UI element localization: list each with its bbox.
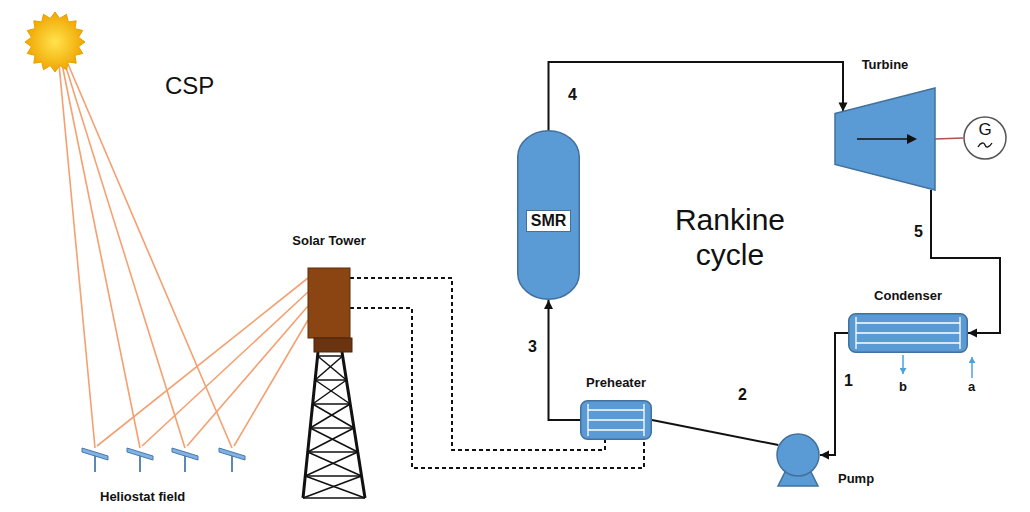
heat-transfer-loop — [350, 278, 605, 450]
tube — [588, 429, 644, 430]
state-number: 3 — [526, 338, 539, 356]
section-title: Rankine cycle — [650, 203, 810, 272]
shaft-line — [935, 138, 963, 139]
tube-sheet — [959, 317, 960, 349]
equipment-label: Turbine — [820, 58, 950, 73]
preheater-shape — [580, 400, 652, 440]
equipment-label: Pump — [838, 472, 874, 487]
tower-brace — [313, 380, 347, 404]
heliostat-mirror — [172, 448, 198, 460]
heliostat-mirror — [127, 448, 153, 460]
flow-line — [652, 420, 778, 445]
generator: G — [963, 116, 1007, 160]
reflected-ray — [234, 320, 308, 446]
reflected-ray — [142, 292, 308, 446]
tower-brace — [303, 497, 365, 499]
tower-brace — [305, 476, 365, 498]
state-number: 2 — [736, 386, 749, 404]
equipment-label: SMR — [526, 210, 572, 232]
tube — [856, 342, 960, 343]
pump: Pump — [776, 433, 820, 477]
tower-brace — [310, 428, 358, 452]
section-title: CSP — [165, 72, 214, 100]
state-number: 1 — [842, 372, 855, 390]
solar-tower: Solar Tower — [308, 268, 350, 352]
tower-brace — [303, 476, 362, 498]
tower-brace — [308, 452, 362, 476]
flow-line — [820, 333, 848, 455]
tower-brace — [315, 356, 343, 380]
receiver — [308, 268, 350, 338]
condenser-shape — [848, 313, 968, 353]
flow-line — [931, 190, 1000, 333]
tube-sheet — [643, 404, 644, 436]
sun-ray — [62, 64, 140, 448]
exchanger-shell — [581, 401, 652, 440]
sun-ray — [59, 64, 95, 448]
flow-arrow — [857, 138, 907, 140]
tower-brace — [315, 379, 346, 381]
flow-line — [549, 300, 581, 420]
vessel-body — [518, 131, 580, 300]
tower-brace — [318, 355, 343, 357]
preheater: Preheater — [580, 400, 652, 440]
turbine: Turbine — [835, 88, 935, 190]
exchanger-shell — [849, 314, 968, 353]
pump-shape — [776, 433, 820, 477]
tower-brace — [310, 404, 350, 428]
tube — [856, 322, 960, 323]
field-label: Heliostat field — [100, 490, 185, 505]
equipment-label: G — [978, 120, 991, 140]
turbine-casing — [835, 88, 935, 190]
water-arrow — [971, 357, 973, 378]
receiver-base — [314, 338, 352, 352]
tube-sheet — [855, 317, 856, 349]
ac-symbol — [978, 143, 992, 147]
tower-brace — [313, 403, 351, 405]
tower-brace — [318, 356, 347, 380]
smr-vessel: SMR — [517, 130, 580, 300]
tower-brace — [305, 475, 361, 477]
tower-brace — [313, 404, 354, 428]
reflected-ray — [97, 278, 308, 446]
water-arrow — [902, 355, 904, 374]
sun — [25, 12, 85, 72]
tube — [856, 332, 960, 333]
sun-ray — [68, 64, 232, 448]
tube — [588, 419, 644, 420]
flow-arrowhead — [907, 134, 917, 144]
tube-sheet — [587, 404, 588, 436]
tube — [588, 409, 644, 410]
state-number: 5 — [912, 223, 925, 241]
port-label: a — [968, 380, 975, 395]
heliostat-mirror — [219, 448, 245, 460]
tower-brace — [308, 451, 358, 453]
tower-brace — [315, 380, 350, 404]
heliostat-mirror — [82, 448, 108, 460]
tower-brace — [310, 427, 354, 429]
generator-circle — [964, 117, 1006, 159]
condenser: Condenser — [848, 313, 968, 353]
tower-brace — [308, 428, 354, 452]
solar-tower-shape — [308, 268, 350, 352]
equipment-label: Condenser — [838, 289, 978, 304]
pump-casing — [777, 434, 819, 476]
port-label: b — [899, 380, 907, 395]
equipment-label: Solar Tower — [264, 234, 394, 249]
turbine-shape — [835, 88, 935, 190]
reflected-ray — [187, 306, 308, 446]
flow-line — [549, 62, 844, 130]
sun-ray — [65, 64, 185, 448]
equipment-label: Preheater — [556, 376, 676, 391]
tower-brace — [305, 452, 357, 476]
state-number: 4 — [566, 86, 579, 104]
